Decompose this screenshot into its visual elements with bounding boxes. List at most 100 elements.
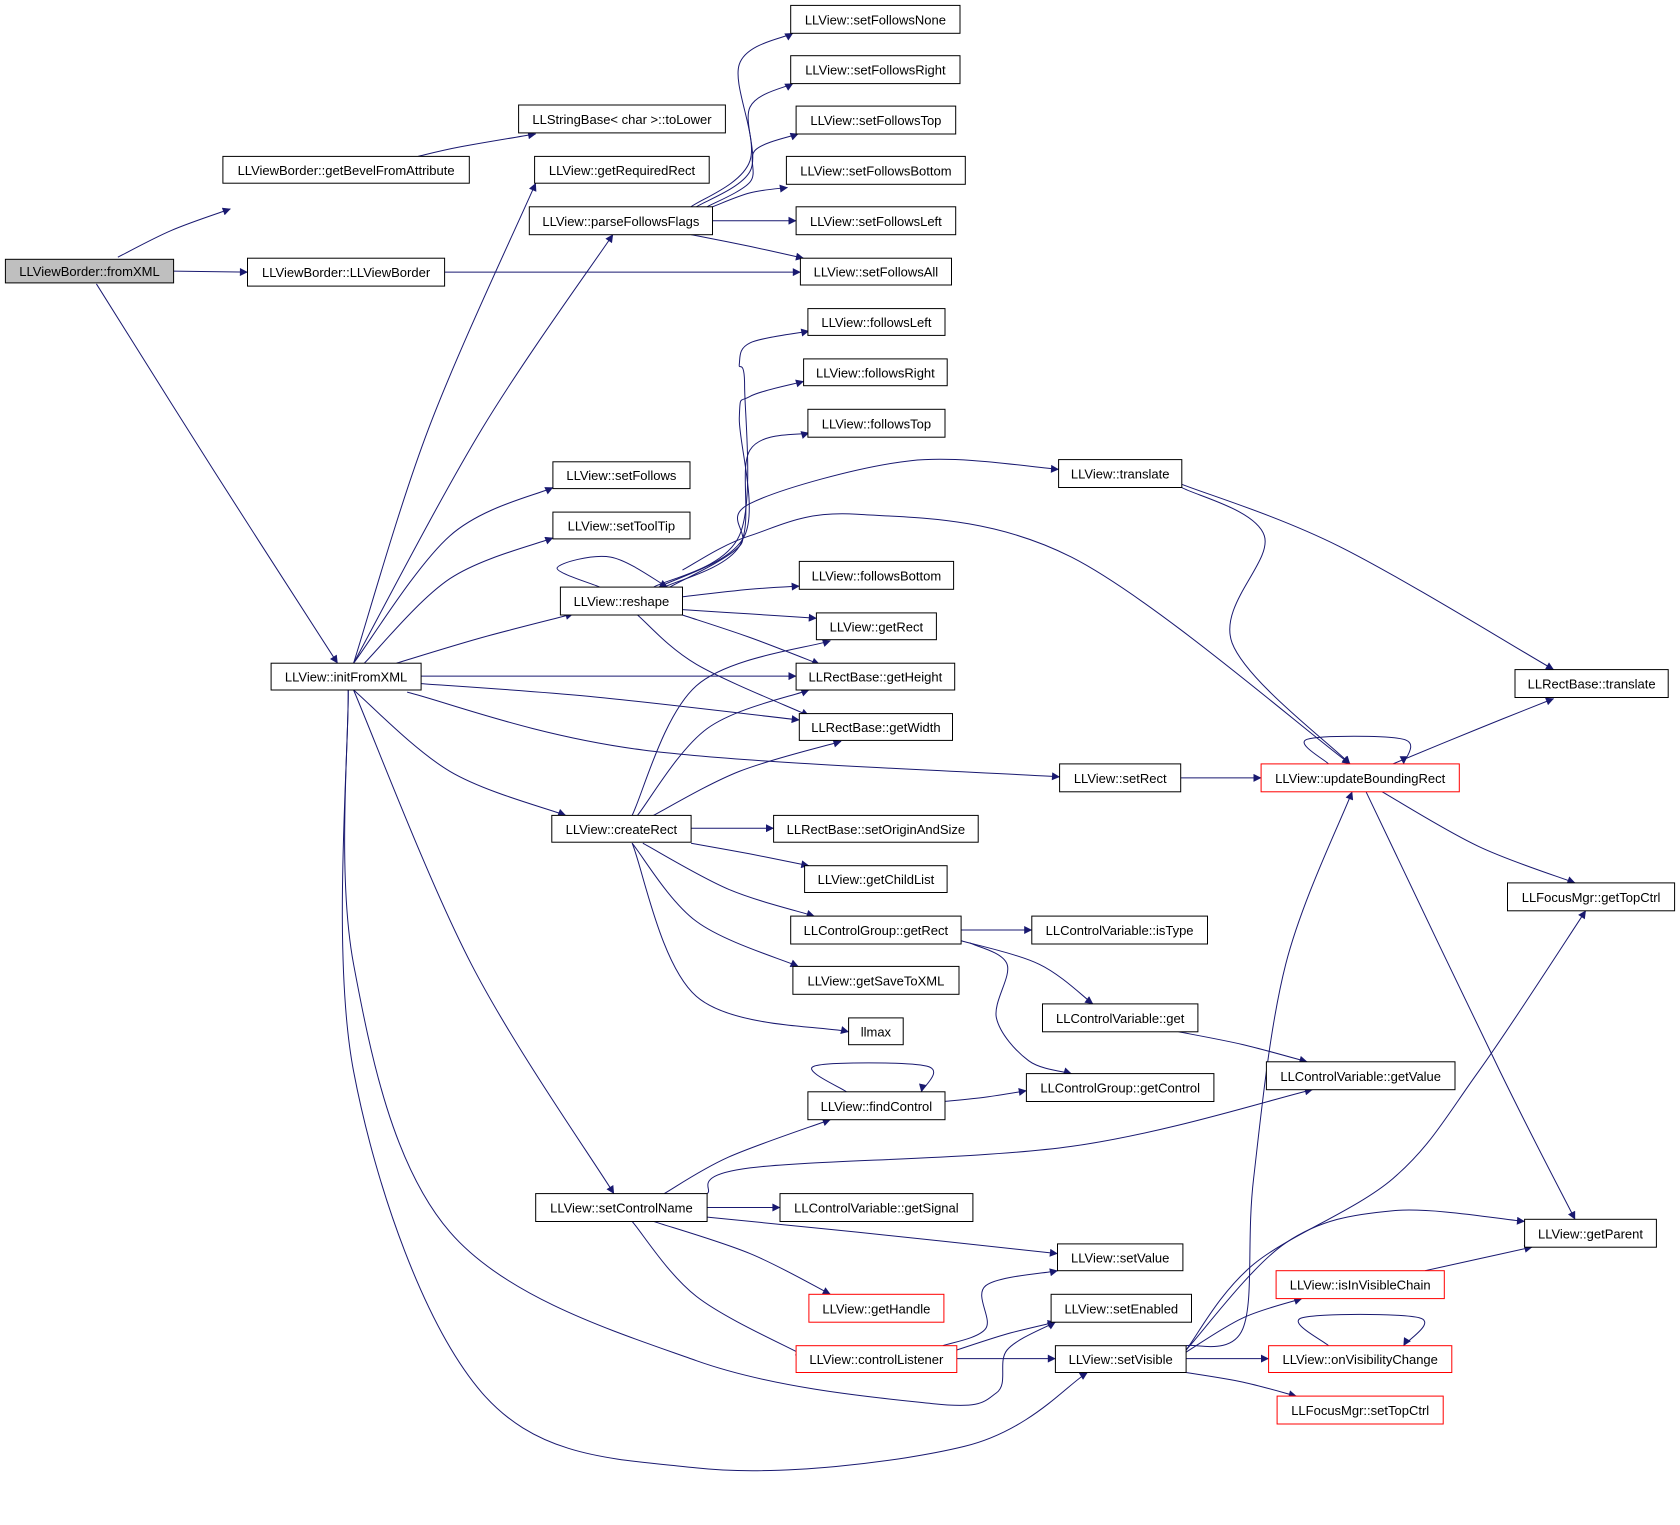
node-label: LLView::setValue: [1071, 1250, 1169, 1265]
node-get-handle[interactable]: LLView::getHandle: [808, 1293, 945, 1323]
node-follows-top[interactable]: LLView::followsTop: [807, 408, 946, 438]
node-set-follows-none[interactable]: LLView::setFollowsNone: [790, 4, 961, 34]
edge-set-visible-to-update-bounding-rect: [1185, 791, 1354, 1348]
node-set-control-name[interactable]: LLView::setControlName: [535, 1193, 708, 1222]
node-set-follows-bottom[interactable]: LLView::setFollowsBottom: [785, 155, 966, 185]
node-set-value[interactable]: LLView::setValue: [1057, 1243, 1184, 1272]
node-cv-get[interactable]: LLControlVariable::get: [1042, 1003, 1199, 1033]
edge-init-from-xml-to-set-rect: [407, 691, 1060, 781]
node-get-height[interactable]: LLRectBase::getHeight: [795, 662, 956, 691]
node-on-visibility-change[interactable]: LLView::onVisibilityChange: [1268, 1345, 1453, 1373]
edge-reshape-to-follows-right: [658, 379, 804, 588]
edges: [96, 32, 1587, 1472]
node-label: LLControlVariable::isType: [1046, 923, 1194, 938]
edge-translate-to-rect-translate: [1181, 483, 1554, 671]
node-set-follows-left[interactable]: LLView::setFollowsLeft: [795, 206, 957, 236]
edge-update-bounding-rect-to-update-bounding-rect: [1303, 735, 1412, 765]
node-follows-bottom[interactable]: LLView::followsBottom: [798, 560, 955, 590]
node-find-control[interactable]: LLView::findControl: [807, 1091, 946, 1121]
node-label: LLView::createRect: [566, 822, 678, 837]
node-box: [1057, 1243, 1184, 1272]
node-get-control[interactable]: LLControlGroup::getControl: [1025, 1073, 1215, 1102]
node-box: [795, 662, 956, 691]
edge-translate-to-update-bounding-rect: [1181, 487, 1351, 765]
node-get-signal[interactable]: LLControlVariable::getSignal: [779, 1193, 974, 1222]
edge-cg-get-rect-to-get-control: [969, 942, 1072, 1076]
node-box: [795, 206, 957, 236]
node-box: [790, 55, 961, 85]
node-follows-right[interactable]: LLView::followsRight: [803, 358, 948, 387]
node-to-lower[interactable]: LLStringBase< char >::toLower: [518, 104, 726, 134]
node-label: LLView::getChildList: [818, 872, 935, 887]
edge-reshape-to-reshape: [556, 555, 668, 588]
node-label: LLView::setFollowsBottom: [800, 163, 951, 178]
node-label: LLView::initFromXML: [285, 670, 407, 685]
node-create-rect[interactable]: LLView::createRect: [551, 814, 692, 843]
edge-cv-get-to-get-value: [1178, 1031, 1308, 1064]
node-set-follows-all[interactable]: LLView::setFollowsAll: [799, 257, 953, 286]
node-reshape[interactable]: LLView::reshape: [559, 586, 684, 616]
node-box: [552, 511, 691, 540]
edge-set-control-name-to-get-handle: [653, 1220, 831, 1295]
node-box: [1514, 669, 1669, 698]
edge-init-from-xml-to-set-control-name: [353, 689, 615, 1194]
node-translate[interactable]: LLView::translate: [1058, 459, 1183, 489]
node-get-child-list[interactable]: LLView::getChildList: [804, 865, 948, 894]
node-get-rect[interactable]: LLView::getRect: [815, 612, 937, 641]
node-set-follows-right[interactable]: LLView::setFollowsRight: [790, 55, 961, 85]
node-llmax[interactable]: llmax: [848, 1017, 904, 1046]
node-label: LLView::translate: [1071, 467, 1170, 482]
node-get-width[interactable]: LLRectBase::getWidth: [798, 713, 953, 741]
edge-set-visible-to-get-parent: [1185, 1209, 1525, 1351]
edge-cg-get-rect-to-cv-get: [960, 940, 1094, 1005]
node-label: llmax: [861, 1024, 892, 1039]
node-cg-get-rect[interactable]: LLControlGroup::getRect: [790, 915, 962, 945]
node-parse-follows-flags[interactable]: LLView::parseFollowsFlags: [528, 206, 713, 236]
node-get-required-rect[interactable]: LLView::getRequiredRect: [534, 155, 710, 184]
node-label: LLViewBorder::fromXML: [19, 264, 159, 279]
node-init-from-xml[interactable]: LLView::initFromXML: [270, 662, 422, 691]
node-rect-translate[interactable]: LLRectBase::translate: [1514, 669, 1669, 698]
node-label: LLControlVariable::getValue: [1280, 1069, 1441, 1084]
node-set-follows[interactable]: LLView::setFollows: [552, 461, 691, 490]
node-label: LLFocusMgr::getTopCtrl: [1522, 890, 1661, 905]
edge-create-rect-to-get-width: [653, 739, 842, 816]
node-get-top-ctrl[interactable]: LLFocusMgr::getTopCtrl: [1507, 882, 1676, 912]
edge-create-rect-to-get-save-to-xml: [631, 842, 799, 967]
edge-init-from-xml-to-reshape: [396, 611, 574, 664]
edge-from-xml-to-ctor: [173, 268, 248, 277]
edge-create-rect-to-llmax: [631, 843, 849, 1034]
edge-from-xml-to-get-bevel: [117, 207, 231, 258]
edge-set-control-name-to-set-value: [707, 1216, 1058, 1257]
node-set-top-ctrl[interactable]: LLFocusMgr::setTopCtrl: [1276, 1395, 1444, 1425]
edge-init-from-xml-to-create-rect: [353, 689, 567, 817]
node-box: [799, 257, 953, 286]
node-label: LLView::setToolTip: [568, 519, 675, 534]
node-label: LLRectBase::translate: [1528, 677, 1656, 692]
node-follows-left[interactable]: LLView::followsLeft: [807, 308, 946, 336]
node-ctor[interactable]: LLViewBorder::LLViewBorder: [247, 257, 446, 287]
edge-update-bounding-rect-to-get-parent: [1365, 791, 1576, 1220]
node-set-enabled[interactable]: LLView::setEnabled: [1050, 1293, 1192, 1323]
node-box: [528, 206, 713, 236]
node-is-type[interactable]: LLControlVariable::isType: [1031, 915, 1209, 945]
node-set-visible[interactable]: LLView::setVisible: [1054, 1345, 1187, 1373]
node-set-tool-tip[interactable]: LLView::setToolTip: [552, 511, 691, 540]
node-box: [848, 1017, 904, 1046]
node-box: [1265, 1061, 1456, 1091]
node-get-value[interactable]: LLControlVariable::getValue: [1265, 1061, 1456, 1091]
node-get-bevel[interactable]: LLViewBorder::getBevelFromAttribute: [222, 155, 470, 184]
node-box: [247, 257, 446, 287]
node-set-rect[interactable]: LLView::setRect: [1059, 763, 1182, 793]
node-label: LLViewBorder::getBevelFromAttribute: [238, 163, 455, 178]
node-control-listener[interactable]: LLView::controlListener: [795, 1345, 958, 1373]
node-is-in-visible-chain[interactable]: LLView::isInVisibleChain: [1275, 1270, 1445, 1300]
node-label: LLView::parseFollowsFlags: [542, 214, 700, 229]
node-set-origin-and-size[interactable]: LLRectBase::setOriginAndSize: [773, 814, 979, 843]
node-get-save-to-xml[interactable]: LLView::getSaveToXML: [792, 965, 960, 995]
node-get-parent[interactable]: LLView::getParent: [1524, 1218, 1657, 1248]
node-update-bounding-rect[interactable]: LLView::updateBoundingRect: [1260, 763, 1460, 793]
edge-set-visible-to-is-in-visible-chain: [1185, 1297, 1303, 1353]
node-from-xml[interactable]: LLViewBorder::fromXML: [4, 258, 175, 284]
node-set-follows-top[interactable]: LLView::setFollowsTop: [795, 105, 957, 135]
